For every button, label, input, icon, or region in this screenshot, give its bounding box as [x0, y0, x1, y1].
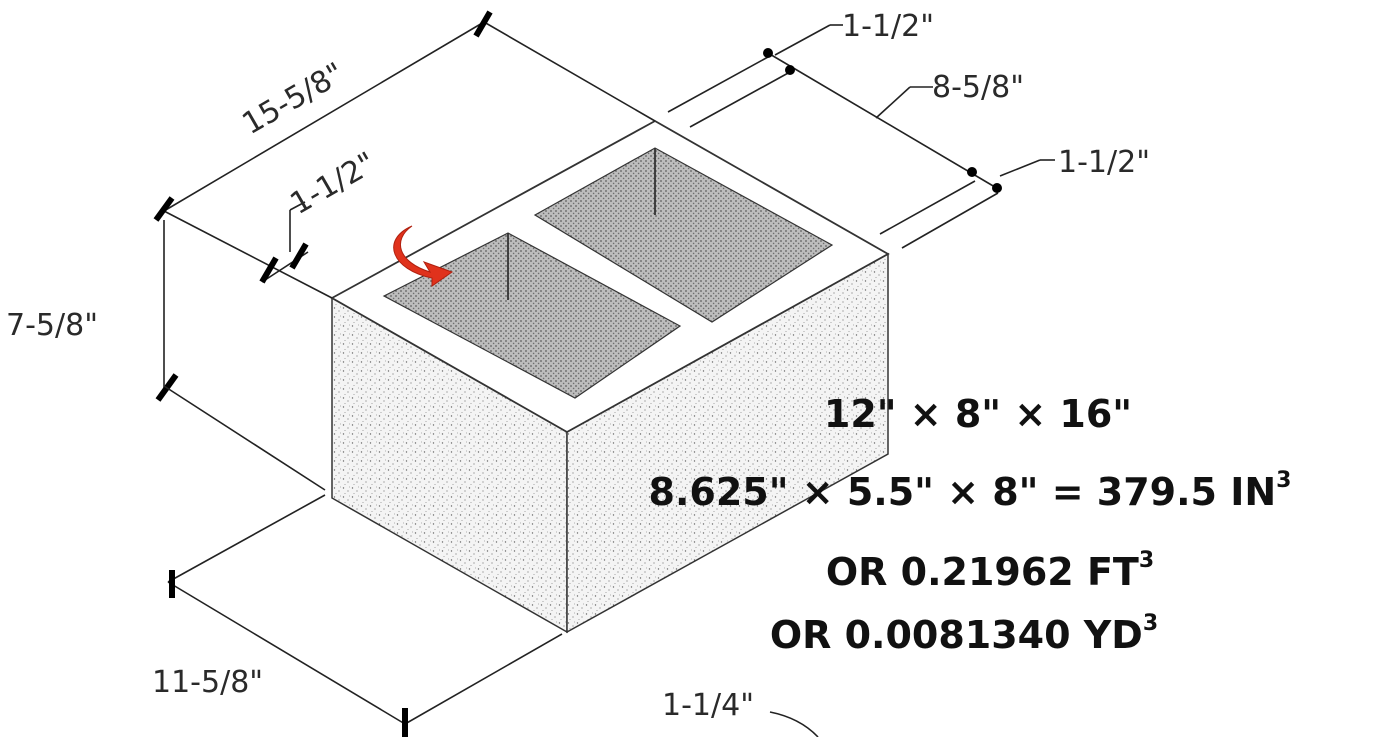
- curved-arrow-icon: [393, 225, 454, 287]
- calculation-block: 12" × 8" × 16" 8.625" × 5.5" × 8" = 379.…: [649, 392, 1292, 657]
- web-label: 1-1/4": [662, 688, 754, 723]
- block-top-face: [330, 119, 890, 434]
- volume-yards: OR 0.0081340 YD3: [770, 611, 1158, 657]
- volume-inches: 8.625" × 5.5" × 8" = 379.5 IN3: [649, 468, 1292, 514]
- block-body: [330, 119, 890, 634]
- nominal-size: 12" × 8" × 16": [824, 392, 1132, 436]
- shell-right-top-label: 1-1/2": [842, 9, 934, 44]
- shell-front-label: 1-1/2": [285, 146, 382, 222]
- height-label: 7-5/8": [6, 308, 98, 343]
- core-right: [533, 147, 834, 323]
- dimension-lines: [153, 10, 1055, 737]
- depth-label: 11-5/8": [152, 665, 263, 700]
- core-left: [382, 232, 682, 399]
- width-label: 8-5/8": [932, 70, 1024, 105]
- shell-right-bottom-label: 1-1/2": [1058, 145, 1150, 180]
- volume-feet: OR 0.21962 FT3: [826, 548, 1154, 594]
- length-label: 15-5/8": [237, 56, 351, 142]
